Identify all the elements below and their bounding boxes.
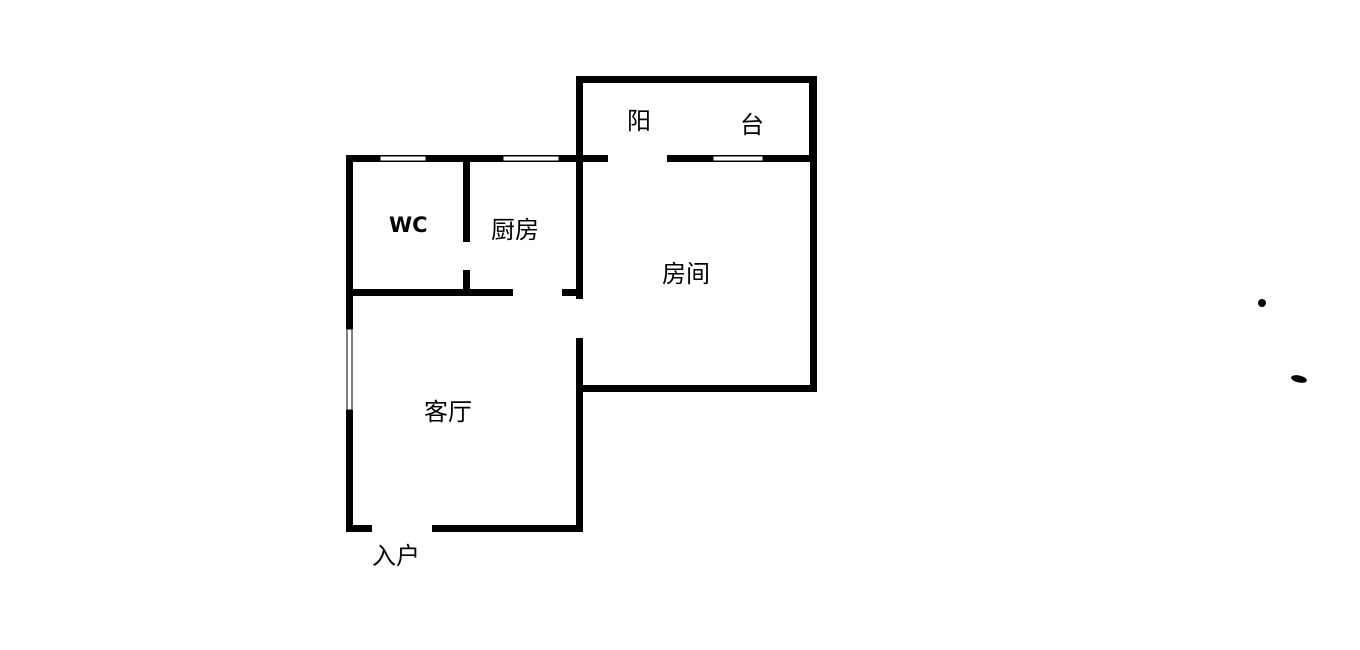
wc-window [379, 155, 427, 162]
living-room-window [346, 328, 353, 411]
left-wall-upper [346, 155, 353, 329]
balcony-left-wall [576, 76, 583, 162]
balcony-label-left: 阳 [627, 107, 651, 135]
bedroom-right-wall [810, 155, 817, 392]
kitchen-label: 厨房 [491, 216, 539, 244]
bedroom-label: 房间 [662, 260, 710, 288]
middle-wall-segment-left [346, 289, 513, 296]
entrance-label: 入户 [372, 542, 420, 570]
center-wall-upper [576, 158, 583, 299]
wc-kitchen-partition-upper [463, 158, 470, 242]
center-wall-lower [576, 338, 583, 532]
living-room-label: 客厅 [424, 398, 472, 426]
middle-wall-segment-right [562, 289, 583, 296]
balcony-right-wall [809, 76, 817, 162]
balcony-top-wall [576, 76, 817, 83]
upper-wall-segment-left [346, 155, 608, 162]
balcony-label-right: 台 [740, 111, 764, 139]
bottom-wall-left [346, 525, 372, 532]
stray-dash-mark [1291, 375, 1307, 383]
left-wall-lower [346, 410, 353, 532]
bottom-wall-right [432, 525, 583, 532]
wc-label: WC [389, 213, 428, 237]
bedroom-window [712, 155, 764, 162]
kitchen-window [502, 155, 560, 162]
wc-kitchen-partition-lower [463, 270, 470, 296]
bedroom-bottom-wall [576, 385, 817, 392]
stray-dot-mark [1258, 299, 1266, 307]
